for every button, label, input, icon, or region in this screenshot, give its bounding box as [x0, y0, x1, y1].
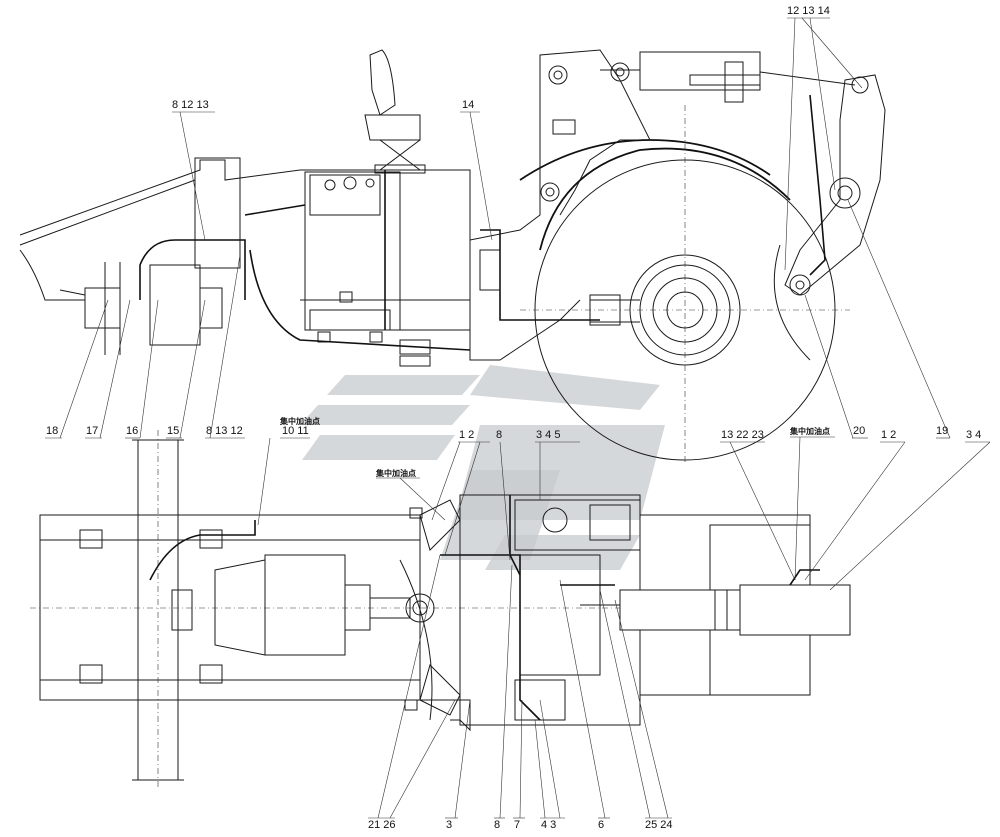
callout-6: 6: [598, 819, 604, 831]
lubrication-point-label-3: 集中加油点: [789, 426, 830, 436]
callout-3-bottom: 3: [446, 819, 452, 831]
callout-8-12-13-top: 8 12 13: [172, 99, 209, 111]
callout-8-left: 8: [496, 429, 502, 441]
leader-lines: [45, 17, 991, 819]
callout-21-26: 21 26: [368, 819, 396, 831]
callout-12-13-14-top: 12 13 14: [787, 5, 830, 17]
callout-1-2-right: 1 2: [881, 429, 896, 441]
callout-14-top: 14: [462, 99, 474, 111]
callout-25-24: 25 24: [645, 819, 673, 831]
lift-cylinder: [600, 51, 856, 103]
callout-20: 20: [853, 425, 865, 437]
watermark-logo: [300, 365, 665, 570]
callout-19: 19: [936, 425, 948, 437]
callout-15: 15: [167, 425, 179, 437]
plan-view: [30, 430, 851, 790]
callout-13-22-23: 13 22 23: [721, 429, 764, 441]
callout-17: 17: [86, 425, 98, 437]
callout-16: 16: [126, 425, 138, 437]
callout-3-4-right: 3 4: [966, 429, 981, 441]
lubrication-point-label-1: 集中加油点: [279, 416, 320, 426]
bucket-cylinder: [580, 584, 851, 636]
callout-8-13-12-mid: 8 13 12: [206, 425, 243, 437]
callout-4-3: 4 3: [541, 819, 556, 831]
callout-3-4-5: 3 4 5: [536, 429, 560, 441]
callout-18: 18: [46, 425, 58, 437]
callout-1-2-left: 1 2: [459, 429, 474, 441]
lubrication-point-label-2: 集中加油点: [375, 468, 416, 478]
front-wheel: [520, 105, 850, 465]
side-view: [19, 49, 886, 465]
callout-labels: 8 12 13 14 12 13 14 18 17 16 15 8 13 12 …: [46, 5, 981, 831]
callout-8-bottom: 8: [494, 819, 500, 831]
callout-10-11: 10 11: [282, 425, 309, 437]
callout-7: 7: [514, 819, 520, 831]
